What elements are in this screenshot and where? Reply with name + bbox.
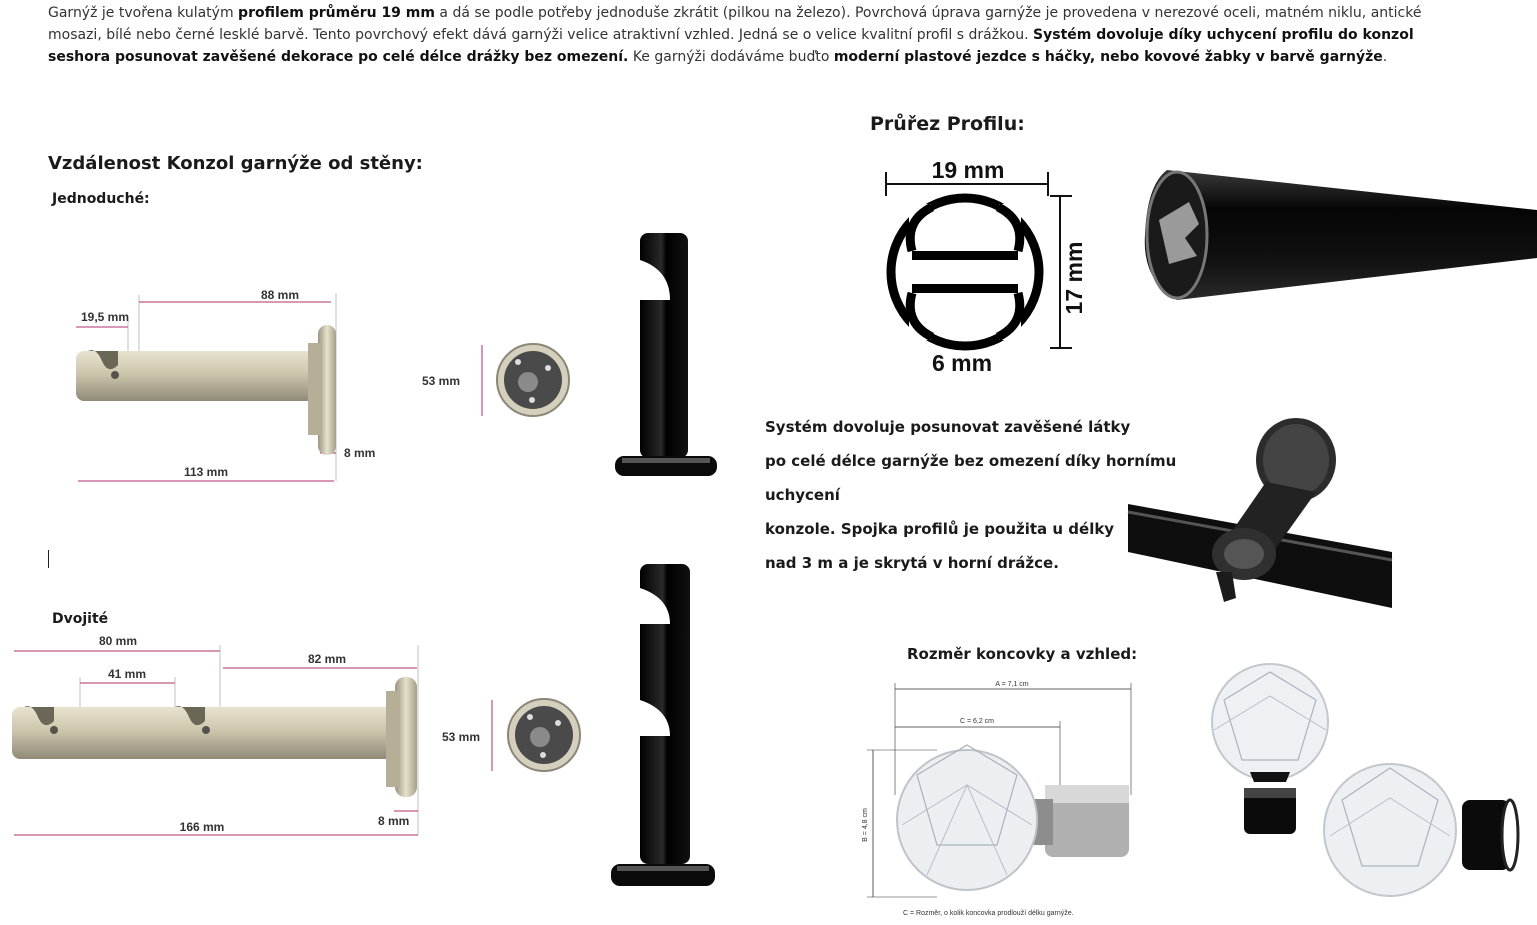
single-black-bracket (615, 233, 717, 476)
single-bracket-label: Jednoduché: (52, 191, 150, 207)
single-base-plate: 53 mm (422, 343, 570, 417)
system-line-3: konzole. Spojka profilů je použita u dél… (765, 520, 1115, 538)
finial-heading: Rozměr koncovky a vzhled: (907, 645, 1138, 663)
single-bracket-drawing: 88 mm 19,5 mm 113 mm 8 mm (76, 288, 375, 482)
dim-113: 113 mm (184, 465, 228, 479)
dim-41: 41 mm (108, 667, 146, 681)
dim-82: 82 mm (308, 652, 346, 666)
finial-dim-c: C = 6,2 cm (960, 718, 994, 725)
finial-dimension-drawing: A = 7,1 cm C = 6,2 cm B = 4,8 cm C = Roz… (862, 681, 1132, 917)
system-description: Systém dovoluje posunovat zavěšené látky… (765, 410, 1205, 580)
profile-height: 17 mm (1061, 242, 1087, 315)
dim-8-single: 8 mm (344, 446, 375, 460)
profile-cross-section: 19 mm 6 mm 17 mm (885, 157, 1087, 376)
intro-bold-1: profilem průměru 19 mm (238, 5, 435, 21)
profile-slot: 6 mm (932, 350, 992, 376)
intro-text-4: . (1382, 49, 1388, 65)
crystal-finials-photo (1211, 663, 1520, 897)
double-black-bracket (611, 564, 715, 886)
profile-heading: Průřez Profilu: (870, 113, 1025, 135)
distance-heading: Vzdálenost Konzol garnýže od stěny: (48, 153, 423, 174)
dim-53-double: 53 mm (442, 730, 480, 744)
profile-width: 19 mm (932, 157, 1005, 183)
intro-text-3: Ke garnýži dodáváme buďto (628, 49, 834, 65)
finial-dim-b: B = 4,8 cm (862, 808, 869, 842)
finial-dim-a: A = 7,1 cm (995, 681, 1028, 688)
intro-text-1: Garnýž je tvořena kulatým (48, 5, 239, 21)
dim-166: 166 mm (180, 820, 225, 834)
dim-19-5: 19,5 mm (81, 310, 129, 324)
intro-bold-3: moderní plastové jezdce s háčky, nebo ko… (833, 49, 1383, 65)
bracket-on-rail-photo (1127, 418, 1393, 608)
double-base-plate: 53 mm (442, 698, 581, 772)
finial-caption: C = Rozměr, o kolik koncovka prodlouží d… (903, 910, 1074, 917)
intro-bold-2: Systém dovoluje díky uchycení profilu do… (48, 27, 1414, 65)
text-cursor (48, 550, 49, 568)
black-rail-photo (1144, 170, 1537, 300)
double-bracket-label: Dvojité (52, 611, 109, 627)
dim-88: 88 mm (261, 288, 299, 302)
dim-80: 80 mm (99, 634, 137, 648)
system-line-4: nad 3 m a je skrytá v horní drážce. (765, 554, 1059, 572)
intro-paragraph: Garnýž je tvořena kulatým profilem průmě… (48, 2, 1438, 68)
intro-text-2: a dá se podle potřeby jednoduše zkrátit … (48, 5, 1422, 43)
dim-53-single: 53 mm (422, 374, 460, 388)
system-line-1: Systém dovoluje posunovat zavěšené látky (765, 418, 1131, 436)
system-line-2: po celé délce garnýže bez omezení díky h… (765, 452, 1177, 504)
dim-8-double: 8 mm (378, 814, 409, 828)
double-bracket-drawing: 80 mm 41 mm 82 mm 166 mm 8 mm (12, 634, 419, 836)
